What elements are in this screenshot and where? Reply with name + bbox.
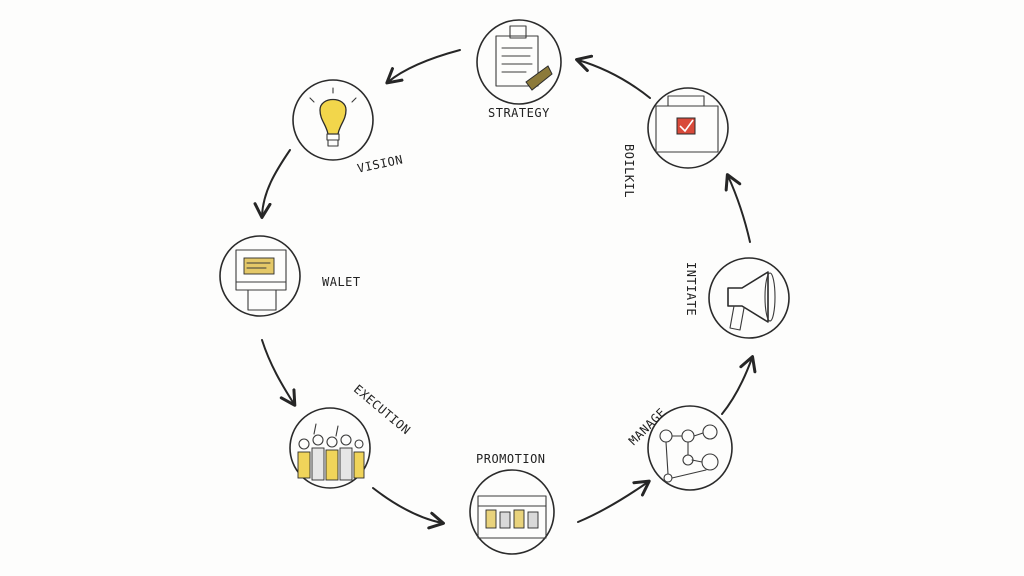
toolbox-icon <box>655 95 719 153</box>
stage-strategy-node <box>476 19 562 105</box>
stage-execution-node <box>289 407 371 489</box>
arrow-walet-to-execution <box>261 339 297 407</box>
cycle-arrows <box>253 49 757 530</box>
node-circle <box>292 79 374 161</box>
node-circle <box>647 87 729 169</box>
lightbulb-icon <box>309 87 357 147</box>
node-circle <box>476 19 562 105</box>
stage-initiate-node <box>708 257 790 339</box>
stage-label-promotion: PROMOTION <box>476 452 546 466</box>
node-circle <box>647 405 733 491</box>
stage-toolkit-node <box>647 87 729 169</box>
megaphone-icon <box>727 271 776 331</box>
stage-label-initiate: INTIATE <box>684 262 698 317</box>
gears-network-icon <box>659 424 719 483</box>
node-circle <box>219 235 301 317</box>
stage-label-walet: WALET <box>322 275 361 289</box>
stage-promotion-node <box>469 469 555 555</box>
ledger-icon <box>235 249 287 311</box>
crowd-icon <box>297 423 365 481</box>
node-circle <box>469 469 555 555</box>
stage-manage-node <box>647 405 733 491</box>
arrow-initiate-to-toolkit <box>724 173 751 243</box>
clipboard-icon <box>495 25 553 91</box>
stage-label-toolkit: BOILKIL <box>622 144 636 199</box>
storefront-icon <box>477 495 547 539</box>
arrow-toolkit-to-strategy <box>575 54 651 99</box>
stage-label-strategy: STRATEGY <box>488 106 550 120</box>
arrow-manage-to-initiate <box>721 355 757 415</box>
arrow-vision-to-walet <box>253 149 291 219</box>
arrow-execution-to-promotion <box>372 487 445 530</box>
stage-walet-node <box>219 235 301 317</box>
arrow-strategy-to-vision <box>385 49 461 85</box>
stage-vision-node <box>292 79 374 161</box>
arrow-promotion-to-manage <box>577 479 651 523</box>
node-circle <box>708 257 790 339</box>
node-circle <box>289 407 371 489</box>
